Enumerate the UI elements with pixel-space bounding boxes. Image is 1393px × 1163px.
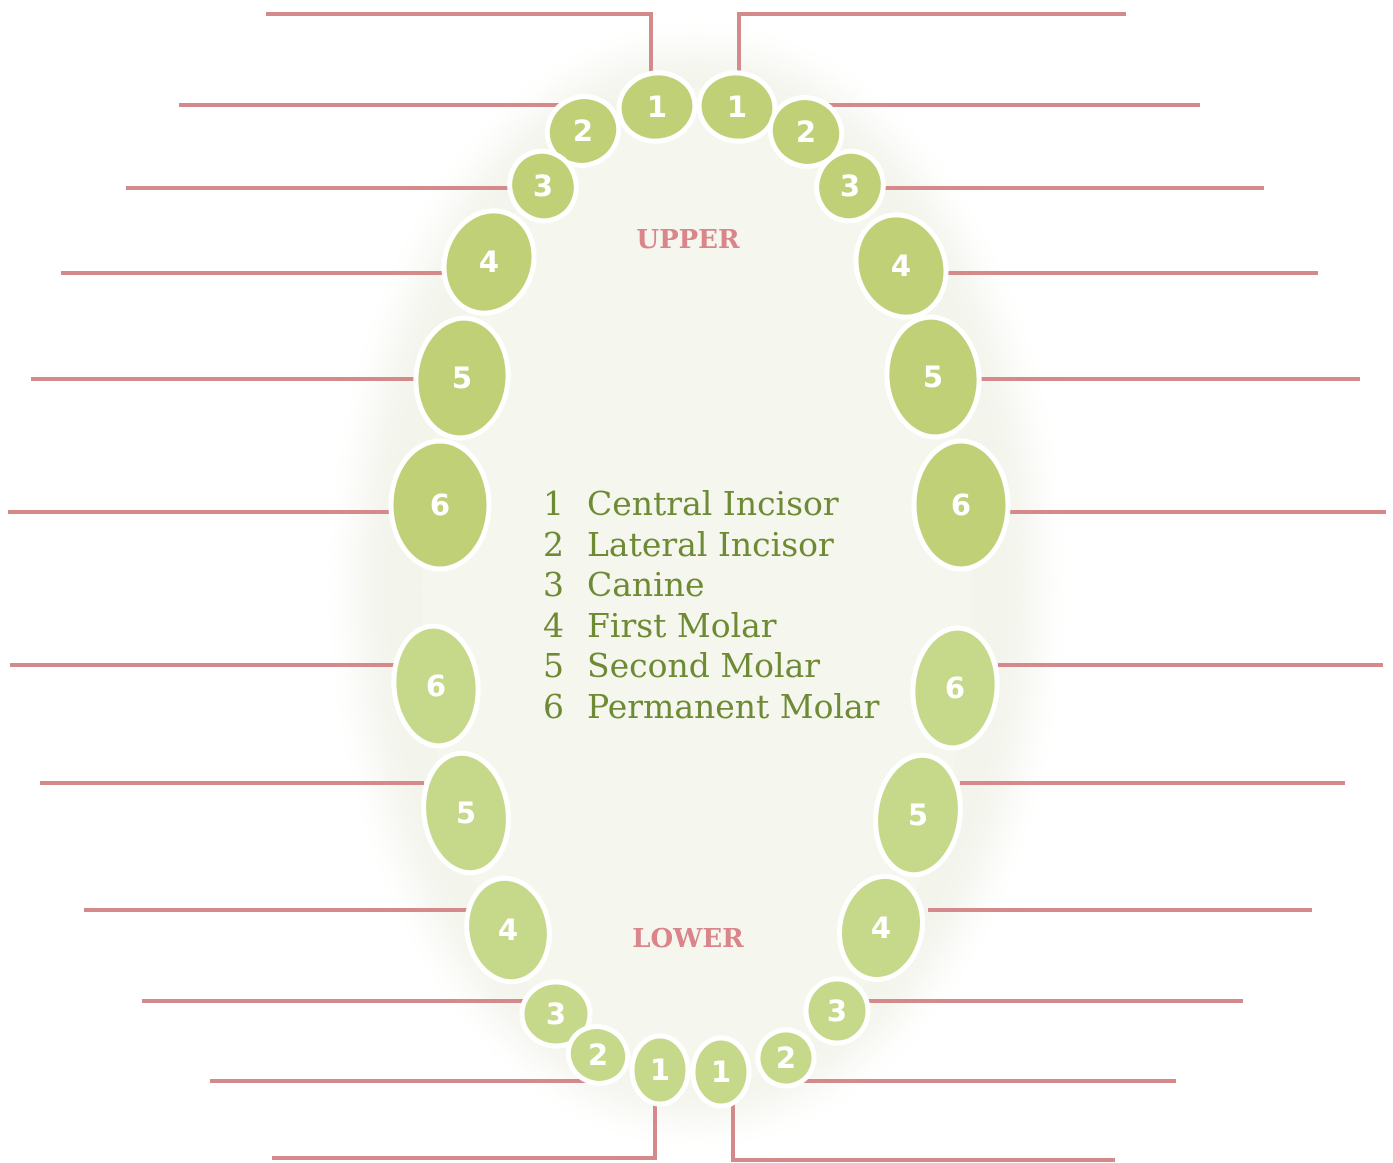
tooth: 3 [806,979,868,1043]
legend-number: 2 [543,525,564,564]
tooth-number: 4 [891,249,911,283]
lower-jaw-label: LOWER [632,924,744,954]
tooth: 6 [391,441,489,569]
tooth-number: 4 [498,913,518,947]
tooth-number: 1 [647,90,667,124]
label-line [266,14,651,75]
tooth-number: 5 [923,360,943,394]
tooth-number: 4 [871,911,891,945]
legend-number: 1 [543,484,564,523]
tooth-number: 1 [727,90,747,124]
tooth-number: 6 [426,669,446,703]
tooth-number: 2 [776,1041,796,1075]
legend-label: Second Molar [587,646,820,685]
tooth-number: 5 [456,796,476,830]
legend-label: Canine [587,565,705,604]
tooth: 6 [914,441,1008,569]
tooth-number: 1 [650,1053,670,1087]
tooth-number: 6 [430,488,450,522]
tooth-number: 1 [711,1055,731,1089]
tooth-number: 2 [573,114,593,148]
tooth-number: 4 [479,245,499,279]
tooth: 1 [693,1038,749,1106]
label-line [272,1093,655,1158]
legend-label: Permanent Molar [587,687,880,726]
legend-number: 6 [543,687,564,726]
tooth-number: 2 [796,115,816,149]
legend-label: First Molar [587,606,777,645]
label-line [739,14,1126,75]
legend-label: Central Incisor [587,484,839,523]
legend-label: Lateral Incisor [587,525,834,564]
legend-number: 3 [543,565,564,604]
tooth-number: 5 [452,361,472,395]
label-line [733,1095,1115,1160]
tooth-number: 3 [840,169,860,203]
legend-number: 5 [543,646,564,685]
upper-jaw-label: UPPER [636,225,740,255]
legend-number: 4 [543,606,564,645]
tooth-number: 2 [588,1038,608,1072]
tooth-number: 3 [533,169,553,203]
tooth-number: 6 [945,671,965,705]
tooth: 1 [632,1036,688,1104]
tooth-number: 5 [908,798,928,832]
tooth-number: 6 [951,488,971,522]
tooth-number: 3 [546,997,566,1031]
tooth-number: 3 [827,994,847,1028]
